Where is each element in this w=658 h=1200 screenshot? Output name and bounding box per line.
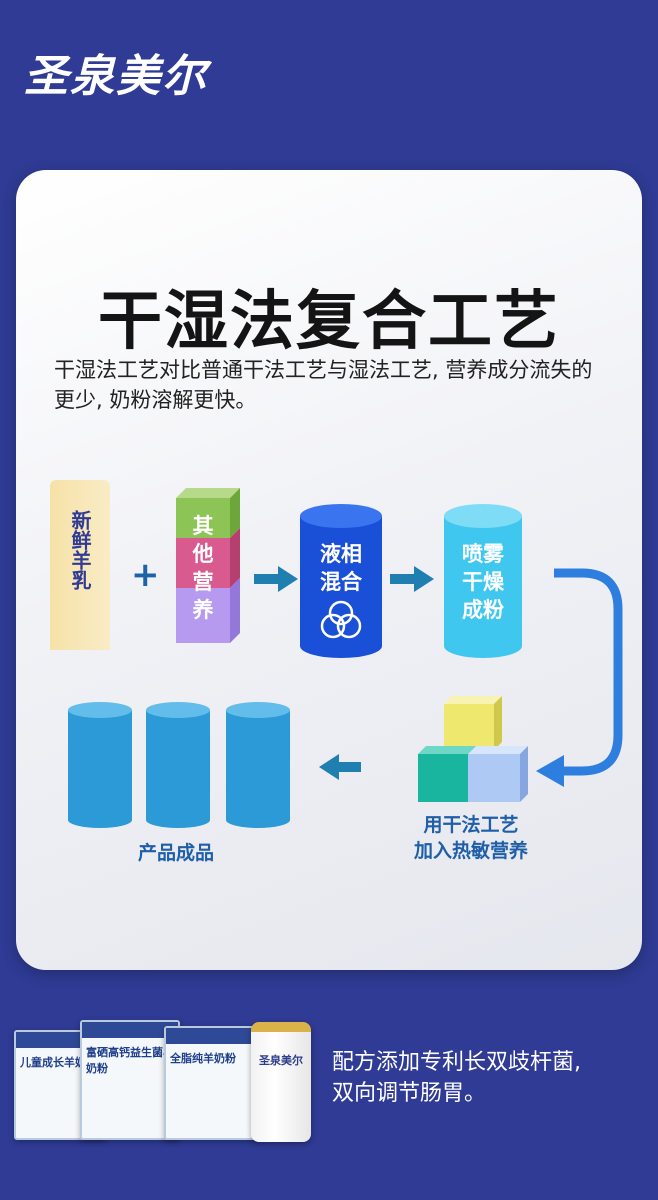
footer-line-1: 配方添加专利长双歧杆菌, (332, 1050, 581, 1075)
spray-drying-cylinder (444, 504, 522, 658)
liquid-mixing-line1: 液相 (320, 542, 362, 566)
arrow-right-icon (390, 566, 434, 592)
product-box-2: 富硒高钙益生菌羊奶粉 (80, 1020, 180, 1140)
dry-process-line2: 加入热敏营养 (413, 840, 528, 862)
process-card: 干湿法复合工艺 干湿法工艺对比普通干法工艺与湿法工艺, 营养成分流失的更少, 奶… (16, 170, 642, 970)
u-turn-arrow-icon (536, 568, 623, 787)
product-box-1-title: 儿童成长羊奶粉 (20, 1056, 97, 1069)
other-nutrition-char-2: 他 (192, 542, 214, 566)
plus-sign: + (131, 555, 160, 595)
spray-drying-line3: 成粉 (462, 598, 504, 622)
spray-drying-line2: 干燥 (462, 570, 504, 594)
arrow-left-icon (319, 754, 361, 780)
fresh-milk-block: 新鲜羊乳 (50, 480, 110, 650)
footer-line-2: 双向调节肠胃。 (332, 1081, 487, 1106)
product-lineup: 儿童成长羊奶粉 富硒高钙益生菌羊奶粉 全脂纯羊奶粉 圣泉美尔 (14, 1018, 311, 1142)
other-nutrition-char-3: 营 (192, 570, 214, 594)
product-box-3-title: 全脂纯羊奶粉 (170, 1052, 236, 1065)
other-nutrition-stack (176, 488, 240, 643)
arrow-right-icon (254, 566, 298, 592)
liquid-mixing-line2: 混合 (320, 570, 362, 594)
product-cylinder-3 (226, 702, 290, 828)
dry-process-cubes (418, 696, 528, 802)
other-nutrition-char-1: 其 (192, 514, 214, 538)
dry-process-line1: 用干法工艺 (423, 814, 519, 836)
card-description: 干湿法工艺对比普通干法工艺与湿法工艺, 营养成分流失的更少, 奶粉溶解更快。 (54, 358, 593, 412)
product-can: 圣泉美尔 (251, 1022, 311, 1142)
product-cylinder-1 (68, 702, 132, 828)
brand-logo: 圣泉美尔 (24, 51, 208, 102)
spray-drying-line1: 喷雾 (462, 542, 504, 566)
final-product-label: 产品成品 (137, 842, 214, 864)
card-title: 干湿法复合工艺 (98, 285, 560, 359)
liquid-mixing-cylinder (300, 504, 382, 658)
other-nutrition-char-4: 养 (192, 598, 214, 622)
product-can-title: 圣泉美尔 (259, 1054, 303, 1067)
product-box-2-title: 富硒高钙益生菌羊奶粉 (86, 1046, 174, 1075)
fresh-milk-label: 新鲜羊乳 (68, 510, 92, 590)
footer-text: 配方添加专利长双歧杆菌, 双向调节肠胃。 (332, 1047, 652, 1109)
product-box-3: 全脂纯羊奶粉 (164, 1026, 258, 1140)
product-cylinder-2 (146, 702, 210, 828)
